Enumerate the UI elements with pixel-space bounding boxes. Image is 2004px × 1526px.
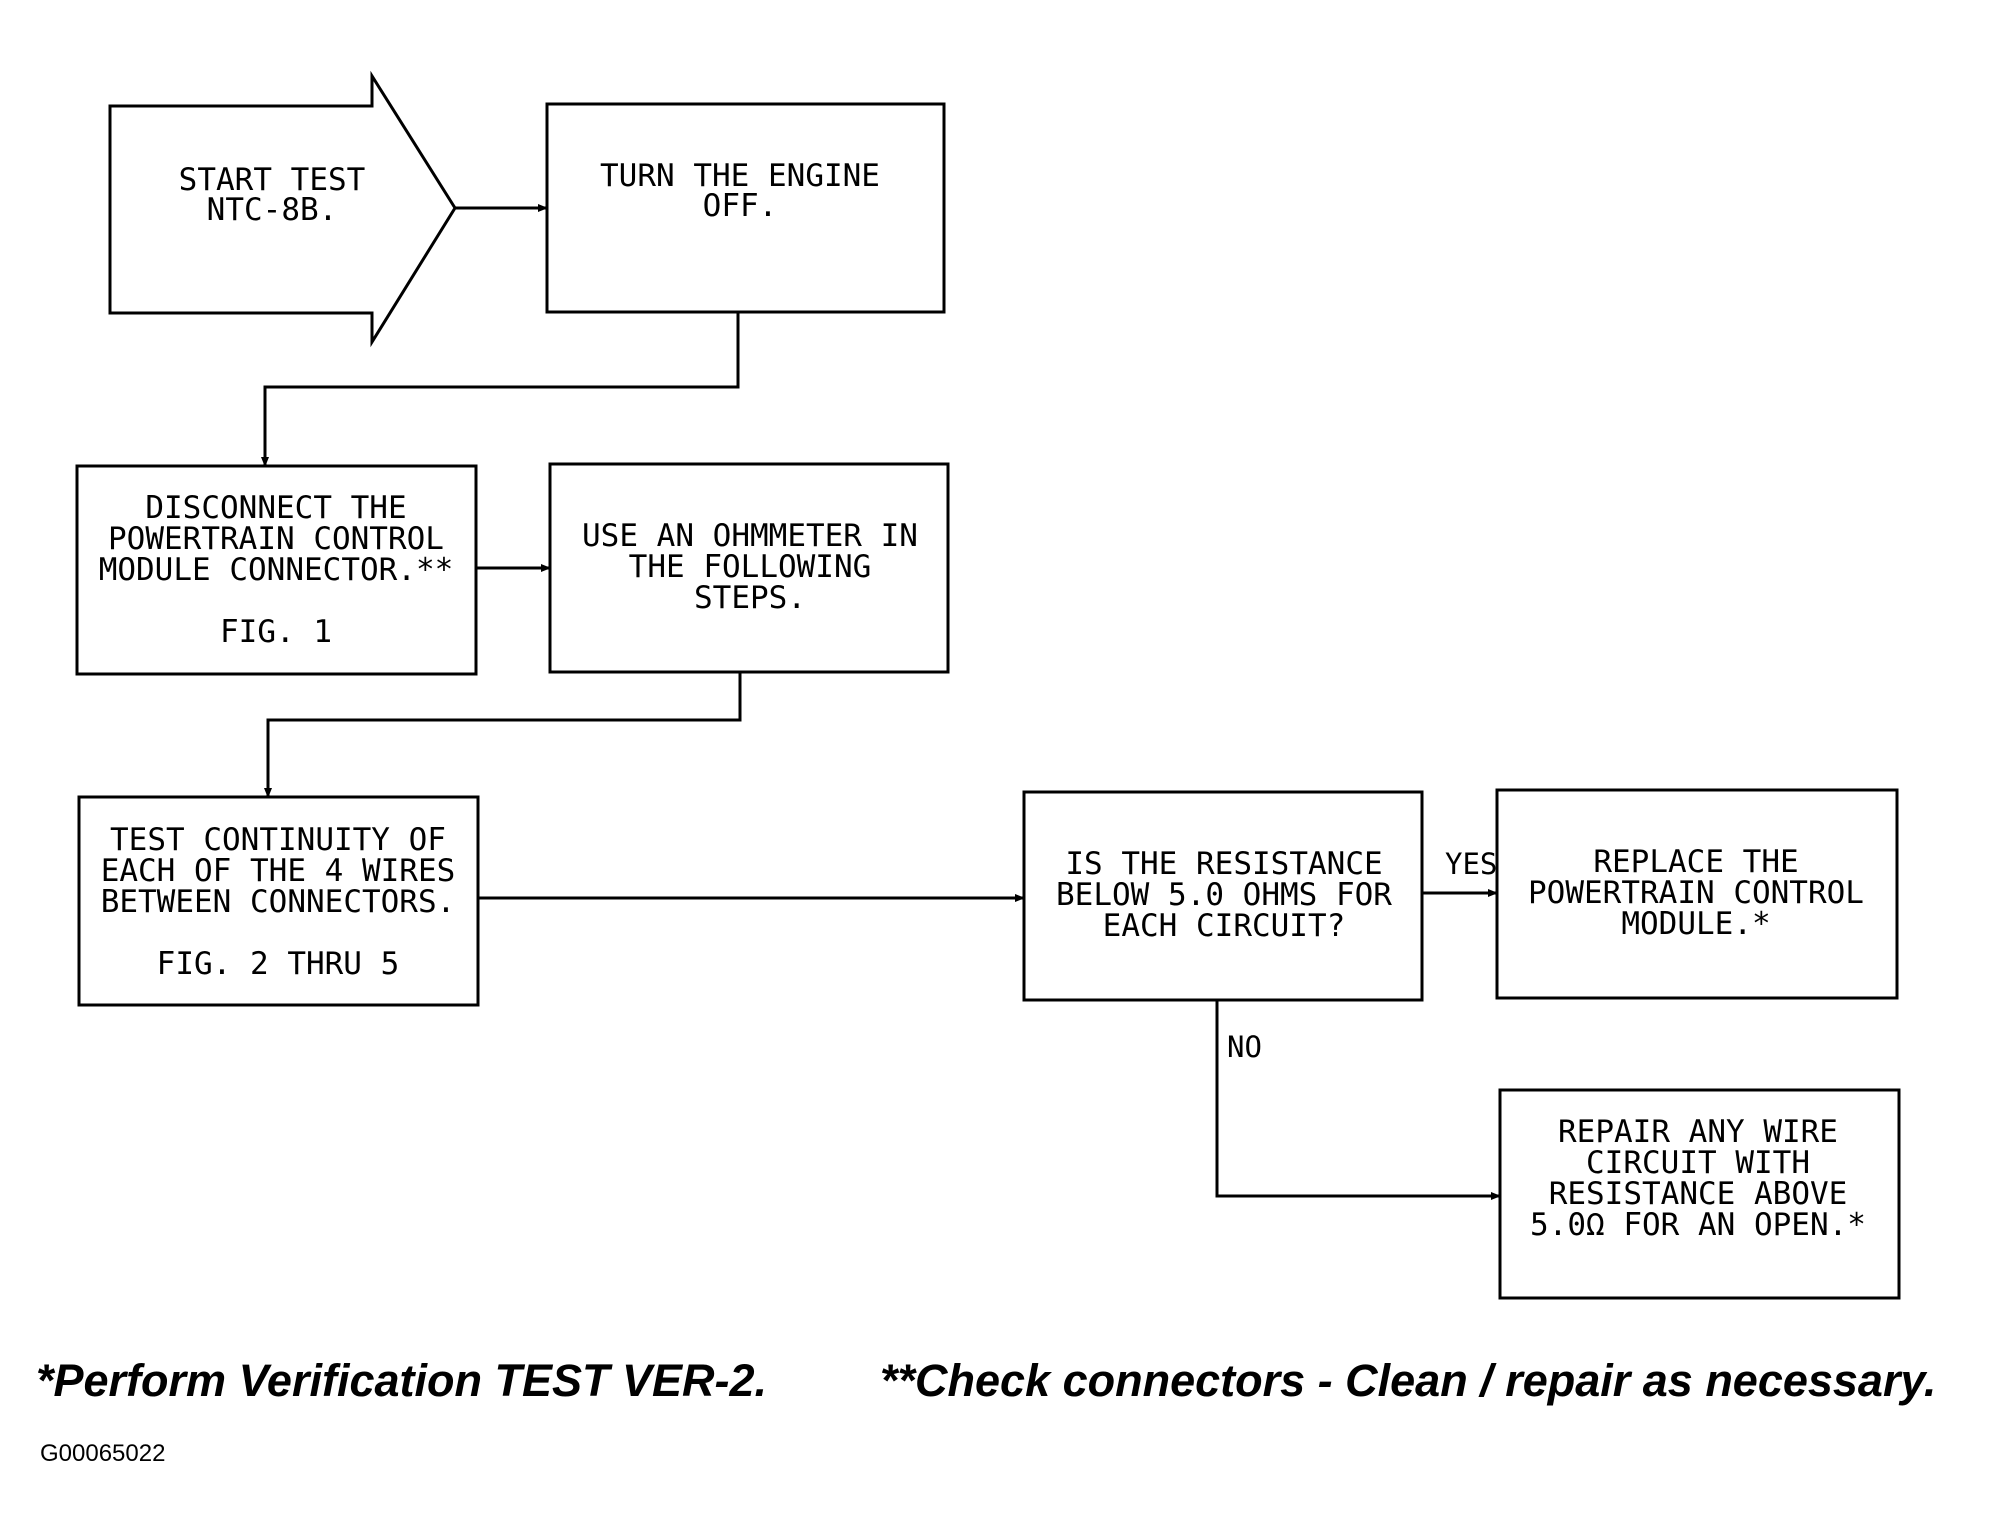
node-text-line: EACH OF THE 4 WIRES: [101, 853, 456, 889]
node-text-line: REPLACE THE: [1593, 844, 1798, 880]
node-text-line: NTC-8B.: [207, 192, 338, 228]
node-text-line: IS THE RESISTANCE: [1065, 846, 1382, 882]
node-text-line: DISCONNECT THE: [145, 490, 406, 526]
arrow-turn-off-to-disconnect: [261, 312, 740, 467]
no-label: NO: [1227, 1030, 1262, 1064]
yes-label: YES: [1445, 847, 1497, 881]
figure-code: G00065022: [40, 1440, 166, 1467]
disconnect-box: [75, 464, 478, 676]
arrow-decision-no-to-repair: [1215, 1000, 1501, 1200]
node-text-line: EACH CIRCUIT?: [1103, 908, 1346, 944]
node-text-line: REPAIR ANY WIRE: [1558, 1114, 1838, 1150]
footnote-verification: *Perform Verification TEST VER-2.: [36, 1355, 768, 1406]
node-text-line: MODULE CONNECTOR.**: [99, 552, 454, 588]
node-text-line: FIG. 1: [220, 614, 332, 650]
node-text-line: STEPS.: [694, 580, 806, 616]
node-text-line: POWERTRAIN CONTROL: [1528, 875, 1864, 911]
node-text-line: OFF.: [703, 188, 778, 224]
node-text-line: TURN THE ENGINE: [600, 158, 880, 194]
node-text-line: THE FOLLOWING: [629, 549, 872, 585]
start-arrow-shape: [108, 70, 457, 348]
node-text-line: USE AN OHMMETER IN: [582, 518, 918, 554]
node-text-line: TEST CONTINUITY OF: [110, 822, 446, 858]
node-text-line: RESISTANCE ABOVE: [1549, 1176, 1848, 1212]
node-text-line: POWERTRAIN CONTROL: [108, 521, 444, 557]
footnote-connectors: **Check connectors - Clean / repair as n…: [880, 1355, 1937, 1406]
decision-box: [1022, 790, 1424, 1002]
node-text-line: FIG. 2 THRU 5: [157, 946, 400, 982]
node-text-line: CIRCUIT WITH: [1586, 1145, 1810, 1181]
ohmmeter-box: [548, 462, 950, 674]
continuity-box: [77, 795, 480, 1007]
node-text-line: BELOW 5.0 OHMS FOR: [1056, 877, 1392, 913]
turn-off-box: [545, 102, 946, 314]
node-text-line: BETWEEN CONNECTORS.: [101, 884, 456, 920]
replace-box: [1495, 788, 1899, 1000]
repair-box: [1498, 1088, 1901, 1300]
node-text-line: START TEST: [179, 162, 366, 198]
node-text-line: 5.0Ω FOR AN OPEN.*: [1530, 1207, 1866, 1243]
arrow-ohmmeter-to-continuity: [264, 672, 742, 798]
node-text-line: MODULE.*: [1621, 906, 1770, 942]
